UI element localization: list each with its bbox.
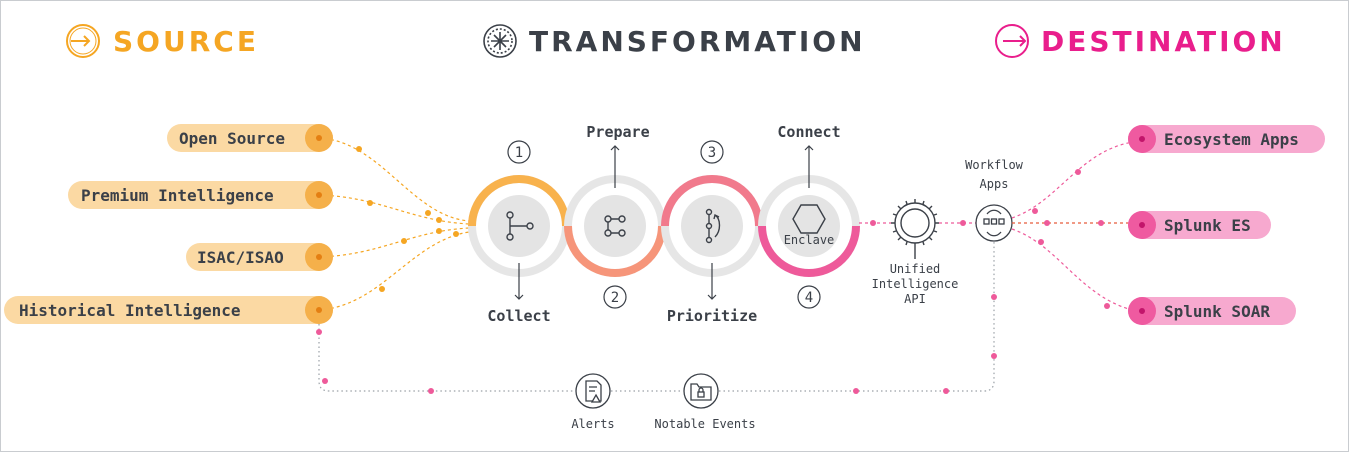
- destination-title: DESTINATION: [1041, 25, 1286, 58]
- alert-document-icon: [575, 373, 611, 409]
- svg-text:1: 1: [515, 145, 523, 161]
- gear-api-icon: [891, 199, 939, 259]
- api-label-line2: Intelligence: [872, 277, 959, 291]
- destination-header: DESTINATION: [995, 24, 1286, 58]
- step-label-collect: Collect: [487, 307, 550, 325]
- notable-events-label: Notable Events: [654, 417, 755, 431]
- api-label-line1: Unified: [890, 262, 941, 276]
- connect-arrow: [804, 145, 814, 188]
- destination-circle-arrow-icon: [995, 24, 1029, 58]
- source-pill-premium-intelligence[interactable]: Premium Intelligence: [68, 181, 333, 209]
- prepare-nodes-icon: [604, 215, 626, 237]
- api-connector: [859, 220, 976, 226]
- source-circle-arrow-icon: [66, 24, 100, 58]
- workflow-apps-icon[interactable]: [975, 204, 1013, 242]
- transformation-header: TRANSFORMATION: [483, 24, 866, 58]
- prioritize-arrow: [707, 263, 717, 300]
- enclave-label: Enclave: [784, 233, 835, 247]
- svg-text:3: 3: [708, 145, 716, 161]
- svg-text:2: 2: [611, 290, 619, 306]
- workflow-label-line1: Workflow: [965, 158, 1024, 172]
- feedback-loop-dots: [316, 294, 997, 394]
- step-number-1: 1: [507, 140, 531, 164]
- step-number-3: 3: [700, 140, 724, 164]
- source-label: ISAC/ISAO: [197, 248, 284, 267]
- source-connector-dots: [356, 146, 459, 292]
- prioritize-sort-icon: [705, 208, 721, 244]
- collect-arrow: [514, 263, 524, 300]
- source-pill-isac-isao[interactable]: ISAC/ISAO: [186, 243, 333, 271]
- ring-prioritize: [661, 175, 763, 277]
- ring-prepare: [564, 175, 666, 277]
- transformation-title: TRANSFORMATION: [529, 25, 866, 58]
- source-pill-historical-intelligence[interactable]: Historical Intelligence: [4, 296, 333, 324]
- transformation-compass-icon: [483, 24, 517, 58]
- destination-label: Splunk ES: [1164, 216, 1251, 235]
- destination-pill-ecosystem-apps[interactable]: Ecosystem Apps: [1128, 125, 1325, 153]
- step-label-prepare: Prepare: [586, 123, 649, 141]
- destination-label: Ecosystem Apps: [1164, 130, 1299, 149]
- prepare-arrow: [610, 145, 620, 188]
- step-number-2: 2: [603, 285, 627, 309]
- source-header: SOURCE: [66, 24, 259, 58]
- destination-connector-dots: [1032, 169, 1110, 309]
- source-label: Premium Intelligence: [81, 186, 274, 205]
- destination-pill-splunk-soar[interactable]: Splunk SOAR: [1128, 297, 1296, 325]
- step-label-connect: Connect: [777, 123, 840, 141]
- source-label: Historical Intelligence: [19, 301, 241, 320]
- source-connectors: [318, 137, 470, 311]
- enclave-hexagon-icon: [792, 204, 826, 234]
- source-label: Open Source: [179, 129, 285, 148]
- collect-flow-icon: [506, 211, 534, 241]
- api-label-line3: API: [904, 292, 926, 306]
- destination-connectors: [1011, 140, 1142, 313]
- ring-collect: [468, 175, 570, 277]
- step-label-prioritize: Prioritize: [667, 307, 757, 325]
- destination-label: Splunk SOAR: [1164, 302, 1270, 321]
- notable-events-folder-icon: [683, 373, 719, 409]
- feedback-loop: [318, 241, 995, 392]
- alerts-label: Alerts: [571, 417, 614, 431]
- workflow-label-line2: Apps: [980, 177, 1009, 191]
- source-title: SOURCE: [113, 25, 259, 58]
- source-pill-open-source[interactable]: Open Source: [167, 124, 333, 152]
- step-number-4: 4: [797, 285, 821, 309]
- ring-connect: Enclave: [758, 175, 860, 277]
- destination-pill-splunk-es[interactable]: Splunk ES: [1128, 211, 1271, 239]
- svg-text:4: 4: [805, 290, 813, 306]
